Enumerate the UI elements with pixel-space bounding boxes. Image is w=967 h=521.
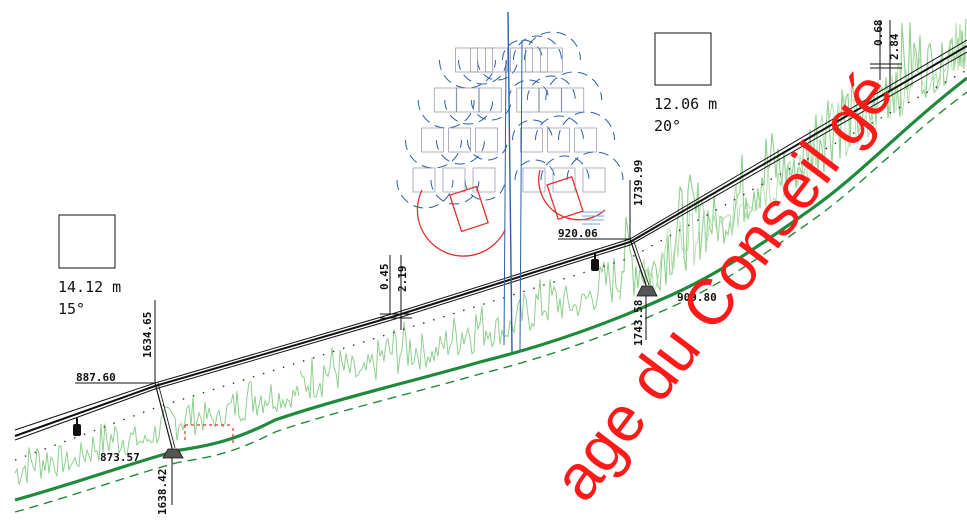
watermark-text: age du Conseil gé xyxy=(539,58,907,513)
tower-crown-arc xyxy=(502,39,543,61)
tower-crown-frame xyxy=(455,47,478,73)
tower-crown-frame xyxy=(538,87,562,113)
tower-crown-arc xyxy=(439,59,496,89)
tower-crown-arc xyxy=(512,119,553,141)
vegetation-trace xyxy=(299,257,621,399)
tower-crown-frame xyxy=(520,127,543,153)
tower-crown-arc xyxy=(540,155,590,181)
clearance-mid-b: 2.19 xyxy=(396,266,409,293)
left-elevation-top: 887.60 xyxy=(76,371,116,384)
span-left-length: 14.12 m xyxy=(58,278,121,296)
cable-bundle xyxy=(14,39,967,441)
tower-crown-frame xyxy=(485,47,508,73)
vegetation-trace xyxy=(619,18,967,300)
tower-crown-arc xyxy=(513,35,562,61)
tower-crown-frame xyxy=(472,167,496,193)
carriage-right xyxy=(591,253,599,271)
right-elevation-top: 920.06 xyxy=(558,227,598,240)
clearance-right-marker xyxy=(870,20,902,90)
clearance-mid-marker xyxy=(380,255,412,330)
tower-crown-arc xyxy=(477,59,518,81)
vegetation-profile xyxy=(14,18,967,485)
small-legend-lines xyxy=(582,211,604,225)
tower-crown-arc xyxy=(566,151,624,181)
carriage-left xyxy=(73,418,81,436)
tower-crown-frame xyxy=(412,167,436,193)
tower-crown-arc xyxy=(526,75,576,101)
tower-crown-arc xyxy=(558,111,615,141)
span-right-length: 12.06 m xyxy=(654,95,717,113)
right-height-base: 1743.58 xyxy=(632,300,645,346)
tower-crown-arc xyxy=(396,179,454,209)
tower-crown-arc xyxy=(464,179,506,201)
tower-crown-frame xyxy=(456,87,480,113)
tower-crown-arc xyxy=(535,115,584,141)
ground-line xyxy=(14,76,967,502)
clearance-mid-a: 0.45 xyxy=(378,264,391,291)
span-left-angle: 15° xyxy=(58,300,85,318)
support-right xyxy=(558,180,658,340)
tower-crown-arc xyxy=(514,159,556,181)
tower-crown-frame xyxy=(433,87,457,113)
ground-line-dashed xyxy=(14,91,967,513)
tower-trunk xyxy=(503,11,523,353)
clearance-right-a: 0.68 xyxy=(872,20,885,47)
tower-crown-frame xyxy=(475,127,498,153)
tower-crown-arc xyxy=(444,99,494,125)
left-bracket-marks xyxy=(184,424,234,445)
span-left-box xyxy=(58,214,116,269)
support-left xyxy=(75,300,234,505)
tower-crown-frame xyxy=(448,127,471,153)
tower-crown-frame xyxy=(525,47,548,73)
tower-red-elements xyxy=(416,169,606,257)
tower-crown-frame xyxy=(561,87,585,113)
tower-crown-frame xyxy=(547,127,570,153)
tower-crown-arc xyxy=(405,139,462,169)
tower-crown-arc xyxy=(458,59,507,85)
clearance-right-b: 2.84 xyxy=(888,33,901,60)
vegetation-trace xyxy=(14,380,300,485)
tower-crown-arc xyxy=(467,139,508,161)
tower-crown-frame xyxy=(478,87,502,113)
vegetation-trace xyxy=(639,22,967,293)
tower-crown-arc xyxy=(508,79,550,101)
tower-crown-frame xyxy=(540,47,563,73)
left-elevation-base: 873.57 xyxy=(100,451,140,464)
tower-crown-frame xyxy=(522,167,546,193)
tower-crown-frame xyxy=(552,167,576,193)
tower-crown-frame xyxy=(421,127,444,153)
tower-crown-arc xyxy=(436,139,485,165)
left-height-top: 1634.65 xyxy=(141,312,154,358)
tower-crown-frame xyxy=(574,127,597,153)
right-height-top: 1739.99 xyxy=(632,160,645,206)
tower-crown-frame xyxy=(516,87,540,113)
span-right-box xyxy=(654,32,712,86)
tower-crown-frame xyxy=(582,167,606,193)
tower-crown-frame xyxy=(442,167,466,193)
tower-crown-frame xyxy=(470,47,493,73)
span-right-angle: 20° xyxy=(654,117,681,135)
left-height-base: 1638.42 xyxy=(156,469,169,515)
right-elevation-base: 909.80 xyxy=(677,291,717,304)
